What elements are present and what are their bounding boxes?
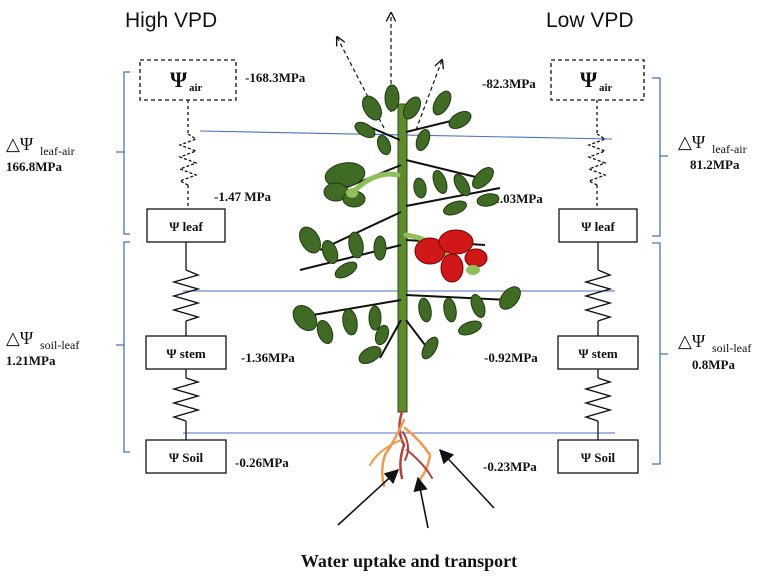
right-psi-air-sub: air <box>599 82 613 94</box>
plant-roots <box>369 410 433 488</box>
left-soil-leaf-bracket <box>116 241 130 453</box>
left-psi-leaf-label: Ψ leaf <box>169 219 203 234</box>
diagram-caption: Water uptake and transport <box>301 551 517 571</box>
left-psi-stem-box <box>145 335 227 370</box>
left-psi-soil-label: Ψ Soil <box>169 450 204 465</box>
left-psi-air-sub: air <box>189 82 203 94</box>
right-psi-leaf-box <box>558 208 638 243</box>
right-delta-psi-leaf-air-symbol: △Ψ <box>678 132 706 152</box>
left-psi-stem-label: Ψ stem <box>166 346 206 361</box>
title-high-vpd: High VPD <box>125 9 217 32</box>
right-soil-leaf-bracket <box>652 242 668 465</box>
left-psi-leaf-box <box>146 208 226 243</box>
title-low-vpd: Low VPD <box>546 9 634 32</box>
transpiration-arrows <box>337 13 442 131</box>
left-leaf-air-bracket <box>116 71 130 235</box>
left-delta-psi-soil-leaf-sub: soil-leaf <box>40 338 79 352</box>
right-soil-value: -0.23MPa <box>483 459 537 474</box>
tomato-plant-illustration <box>292 84 521 488</box>
right-psi-leaf-label: Ψ leaf <box>581 219 615 234</box>
right-soil-leaf-resistor <box>583 269 613 322</box>
left-stem-value: -1.36MPa <box>241 350 295 365</box>
right-psi-stem-box <box>557 335 639 370</box>
left-air-value: -168.3MPa <box>245 70 306 85</box>
uptake-arrows <box>337 448 495 529</box>
left-column: Ψ air Ψ leaf Ψ stem Ψ Soil -168.3MPa -1.… <box>6 59 306 474</box>
right-delta-psi-soil-leaf-value: 0.8MPa <box>692 357 735 372</box>
right-root-resistor <box>583 377 613 422</box>
left-delta-psi-leaf-air-value: 166.8MPa <box>6 159 62 174</box>
left-leaf-air-resistor <box>178 133 198 186</box>
right-air-value: -82.3MPa <box>482 76 536 91</box>
right-delta-psi-leaf-air-value: 81.2MPa <box>690 157 740 172</box>
right-delta-psi-leaf-air-sub: leaf-air <box>712 142 747 156</box>
left-delta-psi-soil-leaf-symbol: △Ψ <box>6 328 34 348</box>
left-soil-leaf-resistor <box>171 269 201 322</box>
left-delta-psi-soil-leaf-value: 1.21MPa <box>6 353 56 368</box>
right-stem-value: -0.92MPa <box>484 350 538 365</box>
right-psi-soil-box <box>557 439 639 474</box>
plant-stem <box>397 103 408 413</box>
right-psi-stem-label: Ψ stem <box>578 346 618 361</box>
transpiration-arrow-right <box>415 60 442 131</box>
right-leaf-air-resistor <box>587 133 607 186</box>
right-column: Ψ air Ψ leaf Ψ stem Ψ Soil -82.3MPa -1.0… <box>482 59 751 474</box>
left-delta-psi-leaf-air-sub: leaf-air <box>40 144 75 158</box>
right-leaf-value: -1.03MPa <box>489 191 543 206</box>
tomato-fruits <box>414 229 488 283</box>
right-psi-soil-label: Ψ Soil <box>581 450 616 465</box>
uptake-arrow-right <box>439 448 495 509</box>
right-delta-psi-soil-leaf-sub: soil-leaf <box>712 341 751 355</box>
right-delta-psi-soil-leaf-symbol: △Ψ <box>678 331 706 351</box>
right-psi-air-symbol: Ψ <box>580 67 598 92</box>
left-psi-soil-box <box>145 439 227 474</box>
plant-leaves <box>292 84 521 365</box>
uptake-arrow-left <box>337 469 400 526</box>
right-leaf-air-bracket <box>652 77 668 237</box>
left-soil-value: -0.26MPa <box>235 455 289 470</box>
uptake-arrow-center <box>413 476 429 529</box>
left-delta-psi-leaf-air-symbol: △Ψ <box>6 134 34 154</box>
right-psi-air-box <box>550 59 645 101</box>
left-root-resistor <box>171 377 201 422</box>
left-psi-air-box <box>139 59 237 101</box>
left-leaf-value: -1.47 MPa <box>214 189 272 204</box>
left-psi-air-symbol: Ψ <box>170 67 188 92</box>
